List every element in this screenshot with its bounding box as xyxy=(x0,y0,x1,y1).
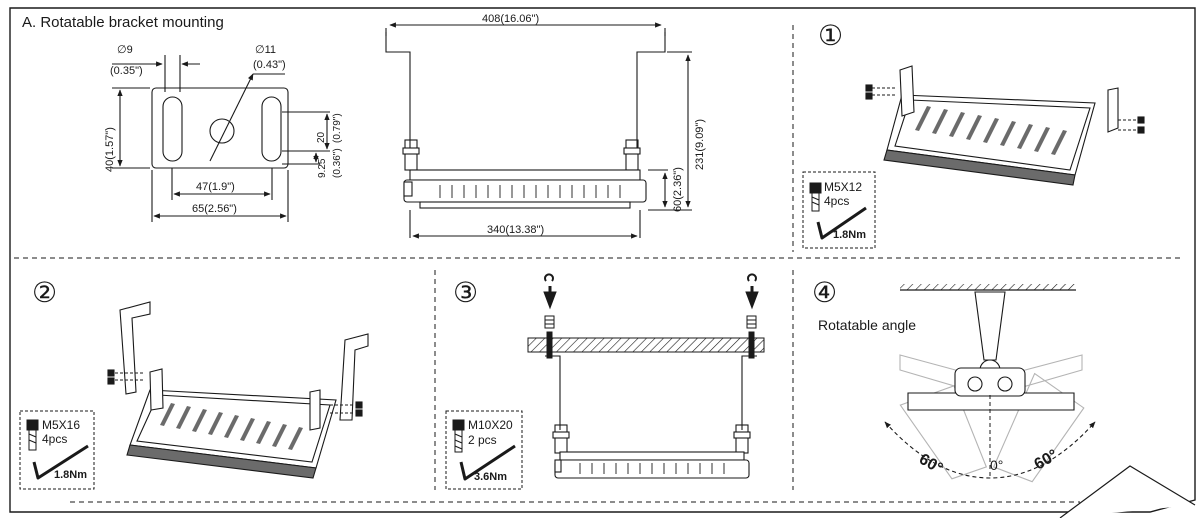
step3-hex-key-icon xyxy=(459,444,516,481)
ceiling-hatch xyxy=(527,337,765,353)
step2-torque: 1.8Nm xyxy=(54,469,87,481)
step3-anchor-right xyxy=(745,273,759,359)
step3-screw-icon xyxy=(452,419,465,453)
step1-screw-qty: 4pcs xyxy=(824,194,849,208)
step4-ceiling-hatch xyxy=(900,284,1076,290)
angle-center: 0° xyxy=(990,457,1003,473)
step2-spec-box xyxy=(19,410,95,490)
step4-number: ④ xyxy=(812,277,837,308)
step3-fixture xyxy=(545,355,757,479)
step3-number: ③ xyxy=(453,277,478,308)
slot-spacing: 47(1.9") xyxy=(196,181,235,193)
step1-spec-box xyxy=(802,171,876,249)
slot-offset: 9.25 xyxy=(317,158,328,178)
angle-left: 60° xyxy=(916,451,945,478)
step3-spec-box xyxy=(445,410,523,490)
step1-hex-key-icon xyxy=(816,206,867,240)
step2-screw-qty: 4pcs xyxy=(42,432,67,446)
step2-screw-spec: M5X16 xyxy=(42,418,80,432)
step1-torque: 1.8Nm xyxy=(833,229,866,241)
step2-fixture xyxy=(107,301,369,479)
top-width: 408(16.06") xyxy=(482,13,539,25)
section-title: A. Rotatable bracket mounting xyxy=(22,14,224,31)
page-curl xyxy=(1059,465,1196,518)
step1-screw-icon xyxy=(809,182,822,212)
step2-screw-icon xyxy=(26,419,39,451)
step1-number: ① xyxy=(818,20,843,51)
step1-screw-spec: M5X12 xyxy=(824,180,862,194)
body-height: 60(2.36") xyxy=(672,167,684,212)
slot-length-in: (0.79") xyxy=(332,113,343,143)
hole-large-dia-in: (0.43") xyxy=(253,59,286,71)
bracket-height: 40(1.57") xyxy=(104,127,116,172)
bracket-width: 65(2.56") xyxy=(192,203,237,215)
total-height: 231(9.09") xyxy=(694,119,706,170)
bracket-drawing xyxy=(112,55,330,222)
slot-length: 20 xyxy=(316,131,327,143)
fixture-front-view xyxy=(385,22,692,239)
step3-torque: 3.6Nm xyxy=(474,471,507,483)
step1-fixture xyxy=(865,65,1145,186)
bottom-width: 340(13.38") xyxy=(487,224,544,236)
step2-hex-key-icon xyxy=(32,444,89,480)
rotation-arc xyxy=(884,421,1096,479)
step3-anchor-left xyxy=(543,273,557,359)
slot-offset-in: (0.36") xyxy=(332,148,343,178)
angle-right: 60° xyxy=(1032,447,1061,474)
hole-small-dia-in: (0.35") xyxy=(110,65,143,77)
step2-number: ② xyxy=(32,277,57,308)
step3-screw-spec: M10X20 xyxy=(468,418,513,432)
rotatable-angle-caption: Rotatable angle xyxy=(818,317,916,333)
hole-small-dia: ∅9 xyxy=(117,44,133,56)
step3-screw-qty: 2 pcs xyxy=(468,433,497,447)
hole-large-dia: ∅11 xyxy=(255,44,276,56)
step4-fixture xyxy=(907,367,1075,411)
